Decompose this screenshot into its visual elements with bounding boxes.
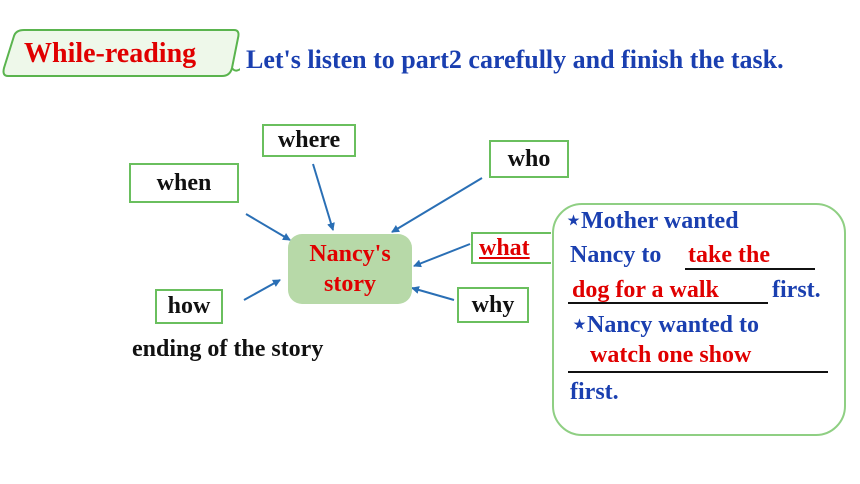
node-when: when [129,163,239,203]
node-what-label: what [479,234,530,261]
card-line-4: ⋆Nancy wanted to [572,312,760,338]
section-banner [2,29,240,77]
arrow-who [391,177,483,233]
node-why: why [457,287,529,323]
arrow-what [413,243,471,268]
node-what: what [471,232,551,264]
center-node-nancys-story: Nancy's story [288,234,412,304]
arrow-why [411,286,455,301]
instruction-text: Let's listen to part2 carefully and fini… [246,45,784,74]
card-line-6: first. [570,379,619,405]
center-line-2: story [324,271,376,297]
blank-2-line [568,371,828,373]
answer-1-part1: take the [688,242,770,268]
ending-label: ending of the story [132,336,324,362]
arrow-where [312,163,335,231]
blank-1-line [685,268,815,270]
answer-2: watch one show [590,342,752,368]
card-line-3-suffix: first. [772,277,821,303]
section-title: While-reading [24,38,197,69]
blank-1b-line [568,302,768,304]
arrow-how [243,279,281,301]
center-line-1: Nancy's [309,241,391,267]
card-line-1: ⋆Mother wanted [566,208,739,234]
node-where: where [262,124,356,157]
task-card [552,203,846,436]
node-how: how [155,289,223,324]
card-line-2: Nancy to [570,242,662,268]
node-who: who [489,140,569,178]
arrow-when [245,213,291,241]
answer-1-part2: dog for a walk [572,277,719,303]
